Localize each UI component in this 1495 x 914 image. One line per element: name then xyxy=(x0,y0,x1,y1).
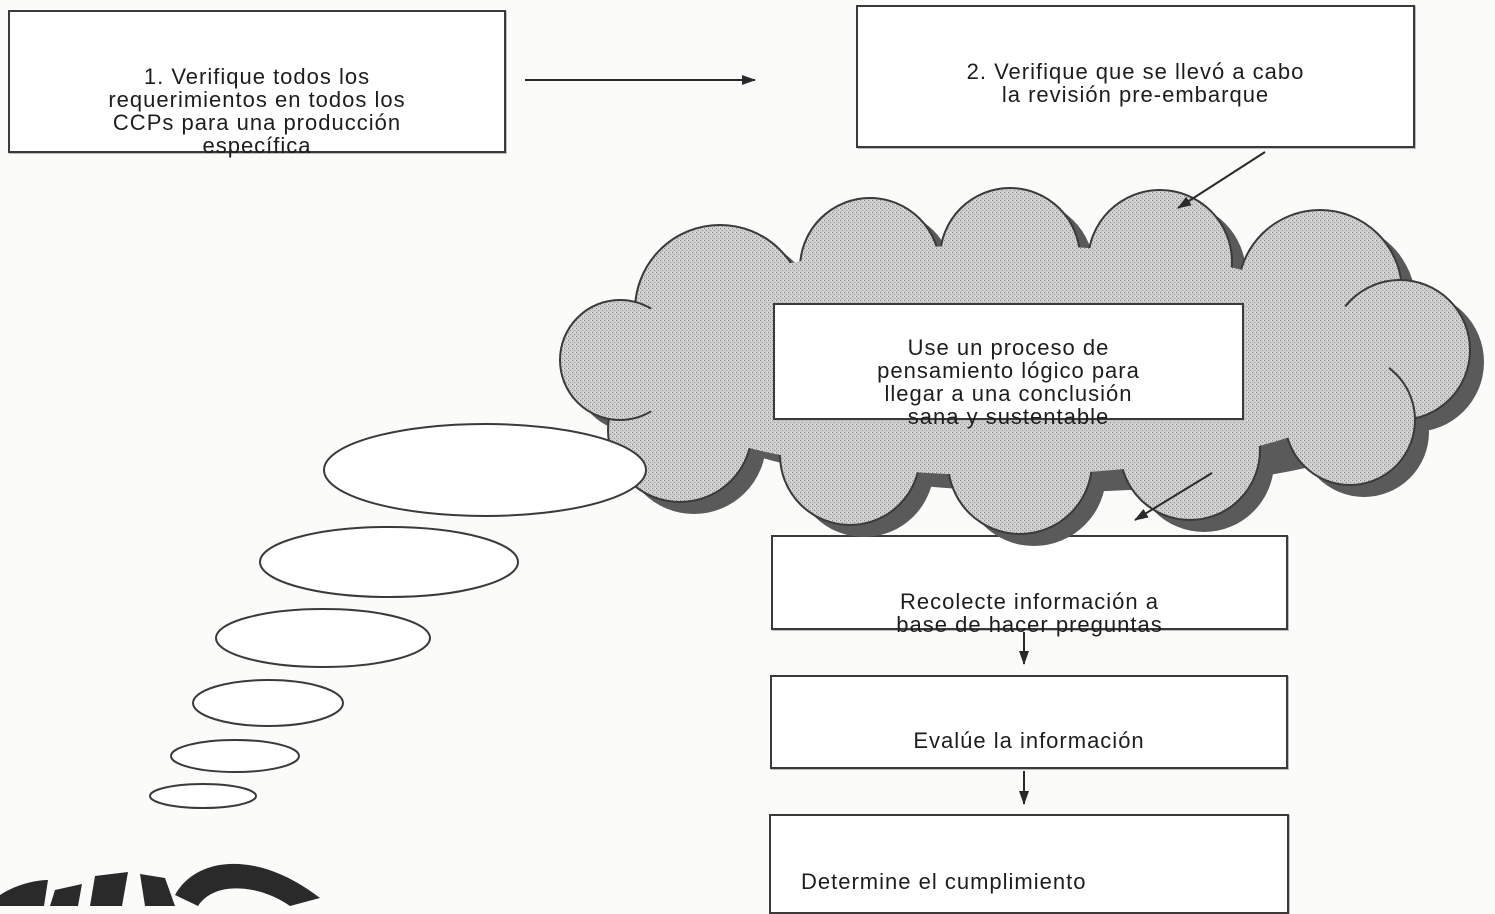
thought-bubble-3 xyxy=(215,608,431,668)
thought-bubble-2 xyxy=(259,526,519,598)
thought-bubbles xyxy=(149,423,647,809)
determine-compliance-text: Determine el cumplimiento xyxy=(801,869,1087,894)
logo-graphic xyxy=(0,863,320,906)
step-2-text: 2. Verifique que se llevó a cabo la revi… xyxy=(966,59,1305,107)
step-1-text: 1. Verifique todos los requerimientos en… xyxy=(108,64,406,158)
thought-bubble-4 xyxy=(192,679,344,727)
step-2-box: 2. Verifique que se llevó a cabo la revi… xyxy=(856,5,1415,148)
determine-compliance-box: Determine el cumplimiento xyxy=(769,814,1289,914)
evaluate-info-box: Evalúe la información xyxy=(770,675,1288,769)
gather-info-text: Recolecte información a base de hacer pr… xyxy=(896,589,1163,637)
thought-box: Use un proceso de pensamiento lógico par… xyxy=(773,303,1244,428)
thought-bubble-5 xyxy=(170,739,300,773)
thought-bubble-1 xyxy=(323,423,647,517)
evaluate-info-text: Evalúe la información xyxy=(913,728,1145,753)
thought-text: Use un proceso de pensamiento lógico par… xyxy=(877,335,1140,429)
thought-bubble-6 xyxy=(149,783,257,809)
step-1-box: 1. Verifique todos los requerimientos en… xyxy=(8,10,506,157)
